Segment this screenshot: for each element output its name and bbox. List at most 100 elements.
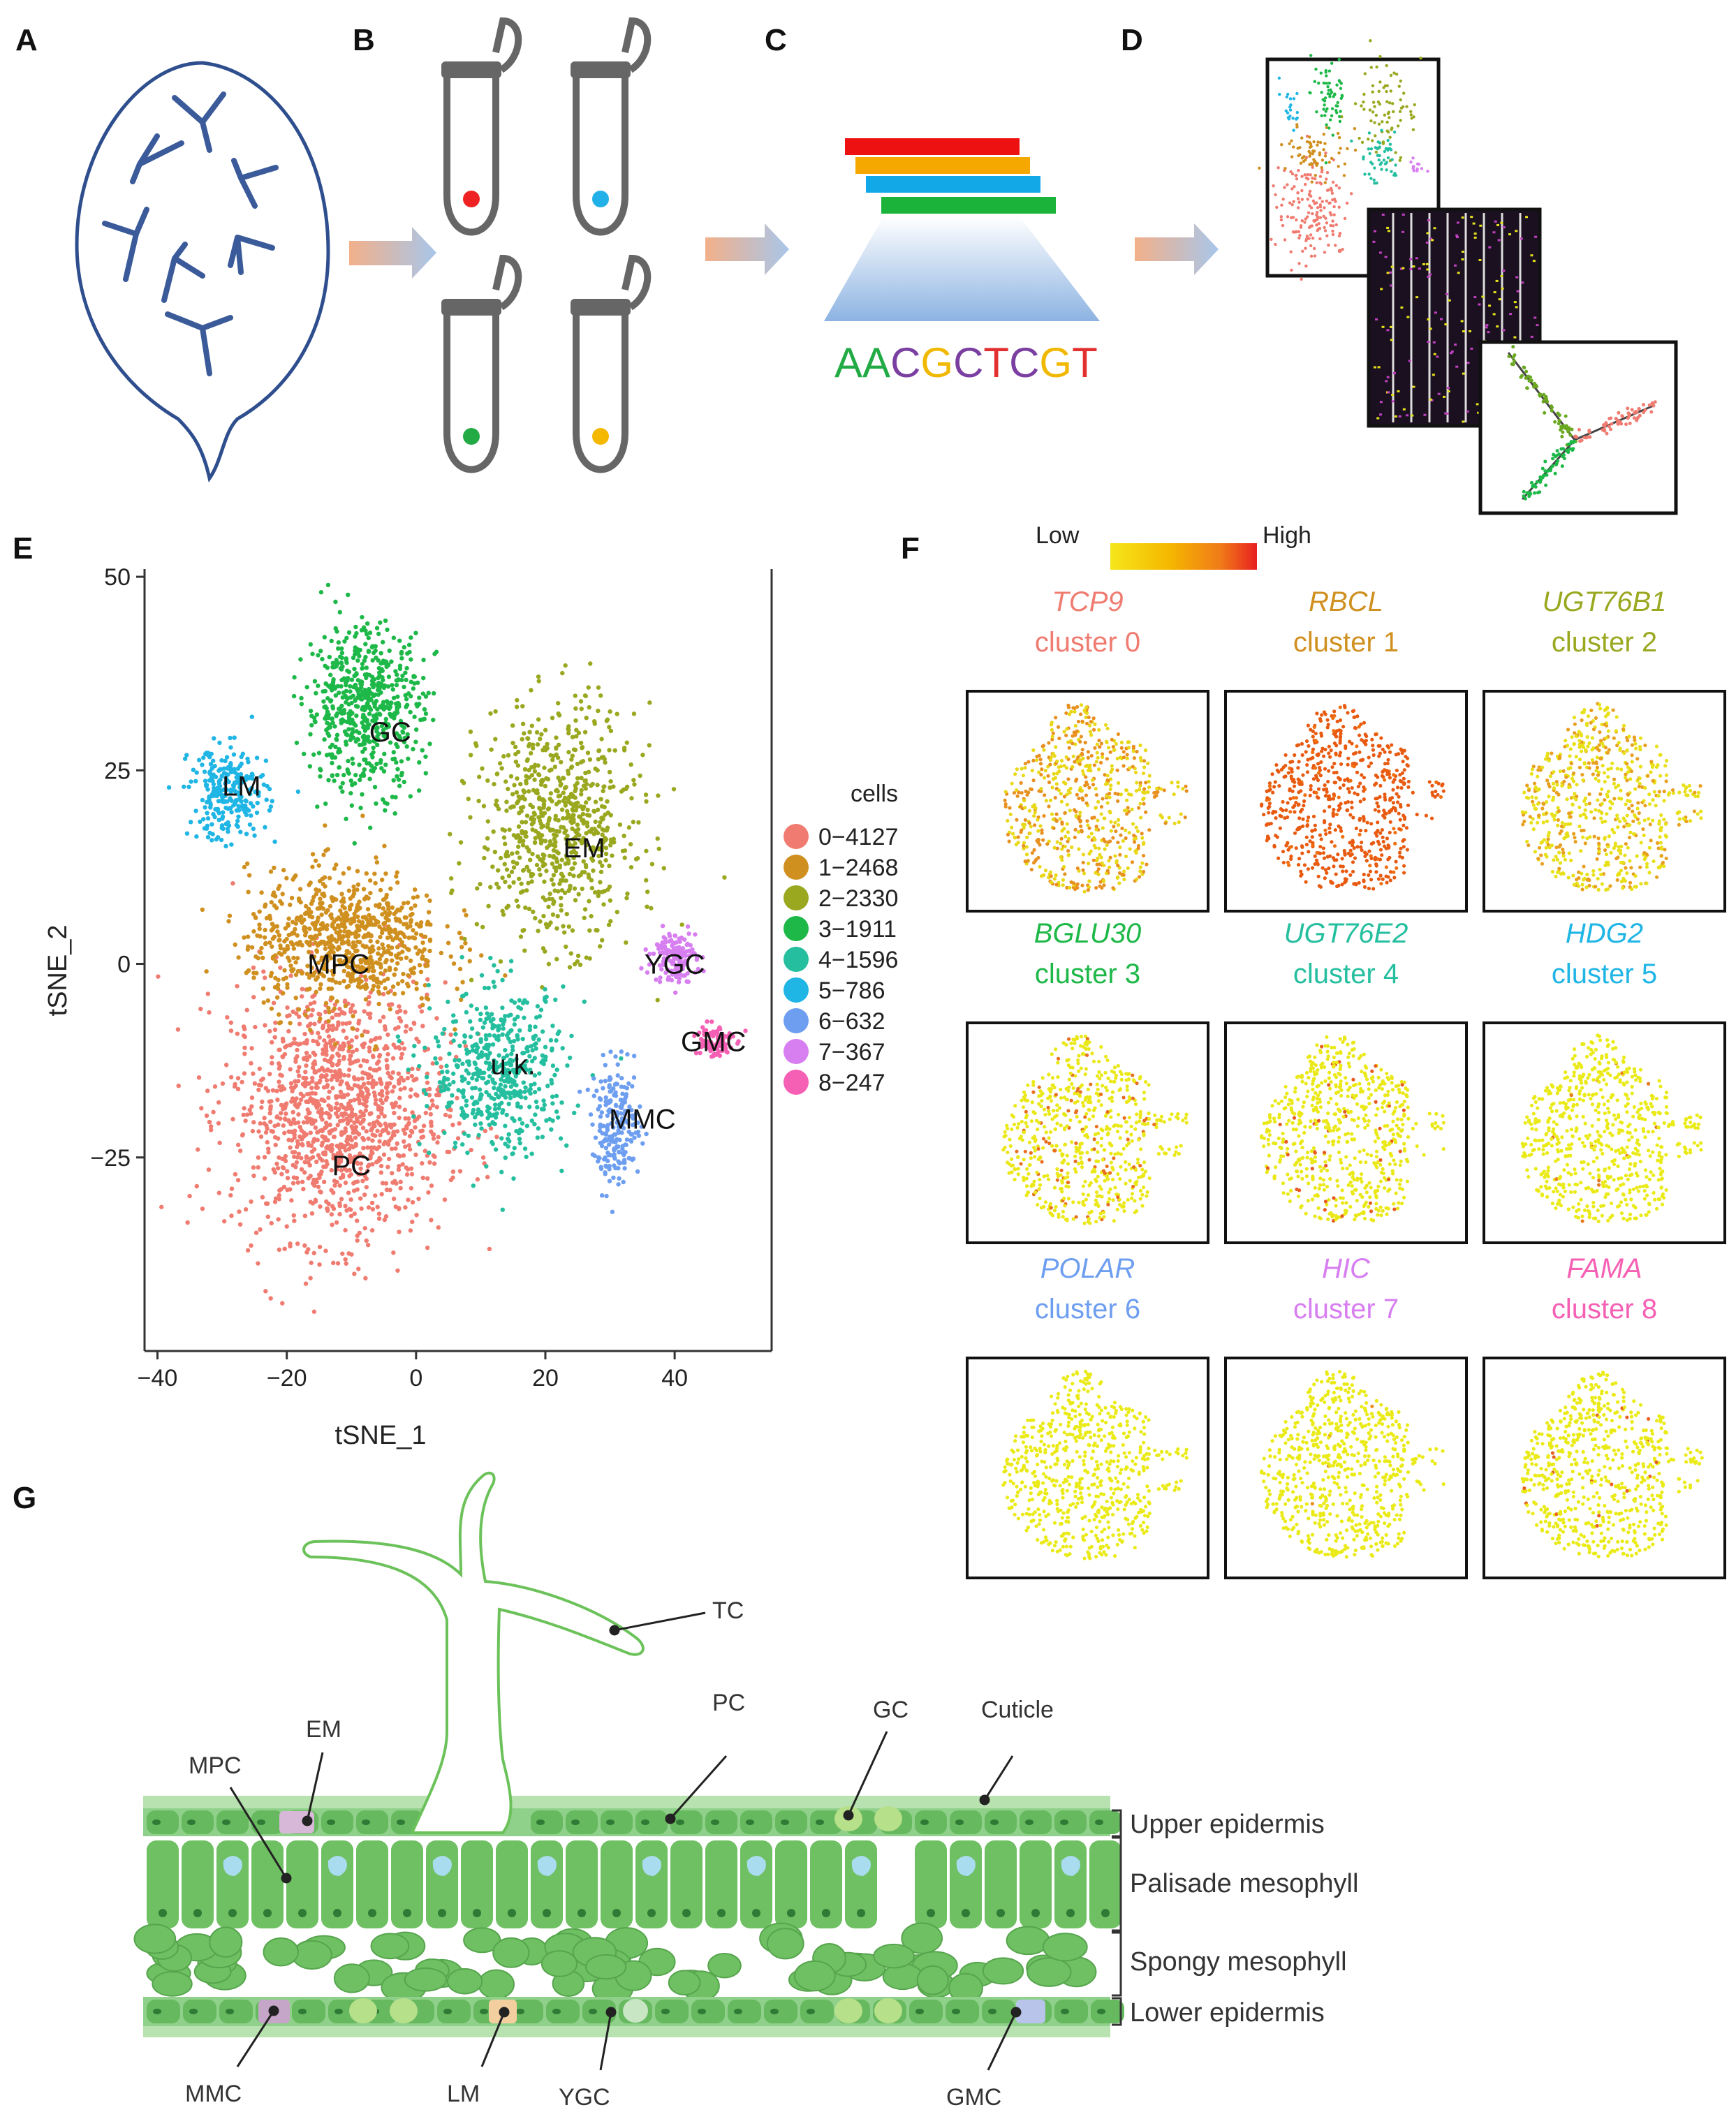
tsne-point <box>608 728 614 734</box>
tsne-point <box>326 1095 331 1100</box>
tsne-point <box>631 1075 637 1080</box>
tsne-point <box>419 1135 424 1140</box>
tsne-point <box>242 1045 247 1050</box>
tsne-point <box>307 987 312 991</box>
tsne-point <box>442 1075 447 1081</box>
tsne-point <box>303 1281 309 1286</box>
tsne-point <box>561 825 566 830</box>
tsne-point <box>238 829 243 834</box>
tsne-point <box>309 965 314 970</box>
tsne-point <box>420 1003 425 1007</box>
tsne-point <box>274 995 280 1000</box>
tsne-point <box>290 1096 295 1101</box>
tsne-point <box>346 1146 352 1152</box>
tsne-point <box>412 1119 418 1123</box>
tsne-point <box>297 917 302 923</box>
tsne-point <box>442 1130 447 1135</box>
tsne-point <box>538 919 543 924</box>
tsne-point <box>580 744 585 750</box>
tsne-point <box>318 590 324 595</box>
tsne-point <box>334 1220 339 1225</box>
tsne-point <box>385 1165 390 1169</box>
tsne-point <box>520 737 524 741</box>
tsne-point <box>237 1149 243 1153</box>
tsne-point <box>575 827 581 832</box>
tsne-point <box>377 957 383 962</box>
tsne-point <box>455 1136 461 1141</box>
tsne-point <box>399 1075 404 1080</box>
tsne-point <box>500 977 505 983</box>
tsne-point <box>629 796 634 801</box>
tsne-point <box>353 648 358 654</box>
tsne-point <box>564 815 569 821</box>
tsne-point <box>259 890 264 895</box>
tsne-point <box>385 901 390 906</box>
tsne-point <box>363 1276 368 1280</box>
tsne-point <box>300 1082 306 1087</box>
tsne-point <box>518 796 523 801</box>
tsne-point <box>390 687 395 692</box>
tsne-point <box>517 1088 523 1094</box>
tsne-point <box>263 927 267 933</box>
tsne-point <box>334 862 339 867</box>
tsne-point <box>372 1037 378 1042</box>
tsne-point <box>564 785 568 790</box>
tsne-point <box>676 980 682 984</box>
tsne-point <box>420 1024 425 1028</box>
tsne-point <box>278 965 283 970</box>
tsne-point <box>449 876 454 881</box>
sequencer-trapezoid <box>824 216 1100 321</box>
tsne-point <box>264 1123 269 1128</box>
tsne-point <box>611 1175 616 1180</box>
tsne-point <box>223 805 228 811</box>
tsne-point <box>320 656 325 662</box>
tsne-point <box>367 704 372 709</box>
tsne-point <box>480 1155 486 1160</box>
tsne-point <box>320 1067 325 1072</box>
tsne-point <box>397 1046 402 1051</box>
spongy-cell <box>707 1953 742 1979</box>
tsne-point <box>325 665 330 670</box>
tsne-point <box>434 1061 439 1065</box>
tsne-point <box>568 951 573 956</box>
tsne-point <box>540 863 545 869</box>
tsne-point <box>522 948 527 953</box>
tsne-point <box>323 1010 328 1014</box>
tsne-point <box>543 839 548 843</box>
tsne-point <box>244 861 250 866</box>
tsne-point <box>330 968 334 974</box>
tsne-point <box>417 1142 422 1146</box>
tsne-point <box>411 1114 416 1119</box>
cluster-name: cluster 8 <box>1552 1294 1657 1324</box>
tsne-point <box>296 1007 302 1012</box>
tsne-point <box>403 1205 408 1210</box>
tsne-point <box>328 956 334 961</box>
tsne-point <box>256 1087 261 1093</box>
tsne-point <box>339 1167 344 1173</box>
tsne-point <box>420 954 425 959</box>
tsne-point <box>337 610 342 615</box>
x-tick-label: 40 <box>661 1365 688 1392</box>
tsne-point <box>621 1179 626 1185</box>
tsne-point <box>295 968 301 974</box>
tsne-point <box>404 922 409 927</box>
tsne-point <box>379 930 385 936</box>
tsne-point <box>300 1179 305 1185</box>
tsne-point <box>295 1042 301 1047</box>
tsne-point <box>346 592 351 598</box>
tsne-point <box>565 809 570 814</box>
tsne-point <box>559 760 564 765</box>
tsne-point <box>480 766 485 771</box>
tsne-point <box>372 785 378 790</box>
tsne-point <box>480 1025 486 1030</box>
epidermal-cell <box>531 1810 563 1834</box>
tsne-point <box>602 889 608 894</box>
tsne-point <box>543 1044 548 1049</box>
tsne-point <box>277 1155 281 1160</box>
tsne-point <box>277 1079 281 1084</box>
tsne-point <box>358 1166 363 1171</box>
tsne-point <box>322 924 327 929</box>
tsne-point <box>274 1161 279 1167</box>
tsne-point <box>603 1132 608 1137</box>
tsne-point <box>313 1119 318 1123</box>
